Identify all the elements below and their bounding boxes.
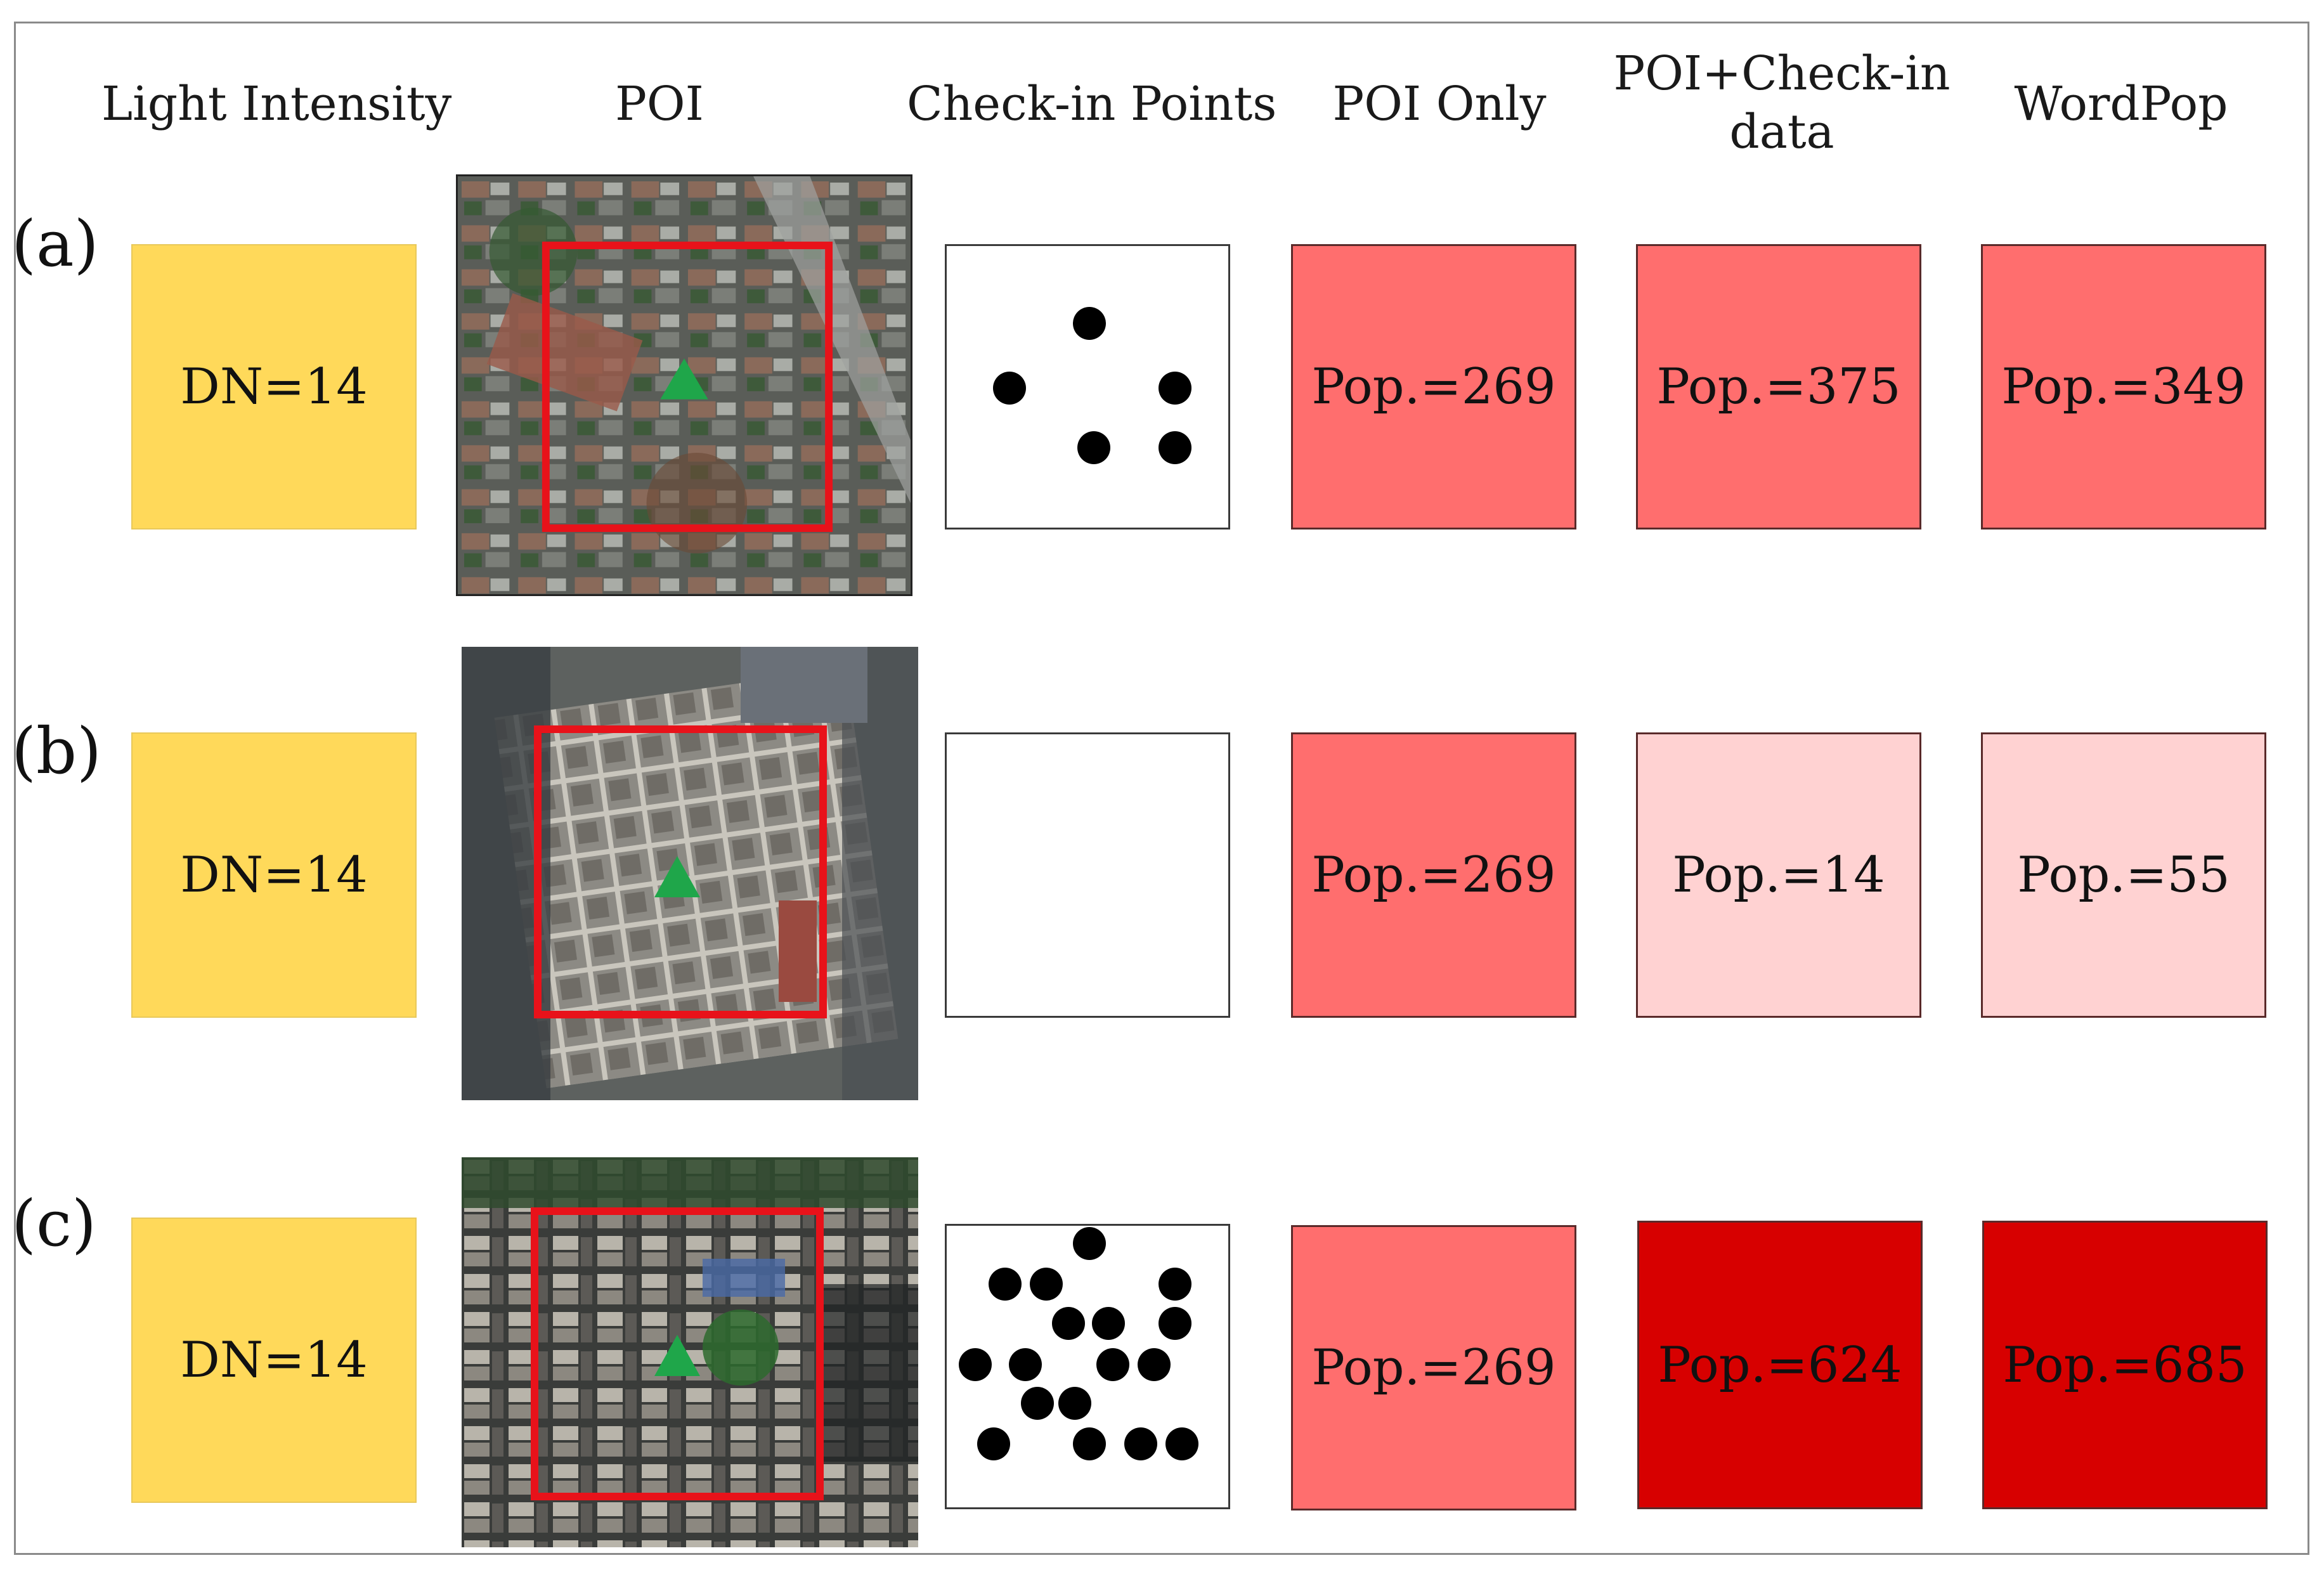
check-in-dot — [989, 1268, 1022, 1301]
check-in-dot — [1073, 1427, 1106, 1460]
check-in-cell-a — [945, 244, 1230, 529]
check-in-dot — [1124, 1427, 1157, 1460]
check-in-dot — [993, 372, 1026, 405]
row-label-c: (c) — [11, 1186, 97, 1261]
check-in-dot — [959, 1348, 992, 1381]
light-intensity-cell-b: DN=14 — [131, 732, 417, 1018]
poi-triangle-icon-c — [654, 1335, 700, 1376]
wordpop-cell-b: Pop.=55 — [1981, 732, 2266, 1018]
header-check-in-points: Check-in Points — [907, 77, 1277, 131]
check-in-dot — [1165, 1427, 1198, 1460]
wordpop-cell-c: Pop.=685 — [1982, 1221, 2268, 1509]
poi-triangle-icon-b — [654, 856, 700, 897]
header-poi: POI — [615, 77, 704, 131]
check-in-dot — [1138, 1348, 1171, 1381]
poi-checkin-cell-b: Pop.=14 — [1636, 732, 1921, 1018]
check-in-dot — [977, 1427, 1010, 1460]
poi-buffer-box-a — [542, 242, 833, 532]
check-in-dot — [1159, 1268, 1191, 1301]
header-light-intensity: Light Intensity — [101, 77, 452, 131]
header-wordpop: WordPop — [2014, 77, 2228, 131]
light-intensity-cell-a: DN=14 — [131, 244, 417, 529]
figure-frame — [14, 22, 2309, 1555]
poi-checkin-cell-a: Pop.=375 — [1636, 244, 1921, 529]
check-in-dot — [1073, 1227, 1106, 1260]
poi-checkin-cell-c: Pop.=624 — [1637, 1221, 1923, 1509]
row-label-a: (a) — [11, 207, 99, 281]
check-in-dot — [1058, 1387, 1091, 1420]
poi-satellite-image-a — [456, 174, 912, 596]
poi-buffer-box-c — [531, 1207, 824, 1500]
poi-triangle-icon-a — [660, 358, 708, 399]
poi-satellite-image-b — [462, 647, 918, 1100]
check-in-dot — [1096, 1348, 1129, 1381]
check-in-dot — [1021, 1387, 1054, 1420]
row-label-b: (b) — [11, 714, 102, 788]
header-poi-only: POI Only — [1332, 77, 1547, 131]
poi-satellite-image-c — [462, 1157, 918, 1547]
check-in-dot — [1159, 1307, 1191, 1340]
header-poi-checkin-line1: POI+Check-in — [1613, 46, 1951, 101]
check-in-cell-c — [945, 1224, 1230, 1509]
check-in-dot — [1073, 307, 1106, 340]
check-in-dot — [1009, 1348, 1042, 1381]
poi-only-cell-c: Pop.=269 — [1291, 1225, 1576, 1510]
light-intensity-cell-c: DN=14 — [131, 1218, 417, 1503]
check-in-cell-b — [945, 732, 1230, 1018]
header-poi-checkin-line2: data — [1729, 105, 1834, 159]
check-in-dot — [1159, 372, 1191, 405]
poi-only-cell-b: Pop.=269 — [1291, 732, 1576, 1018]
check-in-dot — [1052, 1307, 1085, 1340]
check-in-dot — [1030, 1268, 1063, 1301]
check-in-dot — [1159, 431, 1191, 464]
check-in-dot — [1092, 1307, 1125, 1340]
check-in-dot — [1077, 431, 1110, 464]
poi-only-cell-a: Pop.=269 — [1291, 244, 1576, 529]
poi-buffer-box-b — [534, 725, 827, 1018]
wordpop-cell-a: Pop.=349 — [1981, 244, 2266, 529]
